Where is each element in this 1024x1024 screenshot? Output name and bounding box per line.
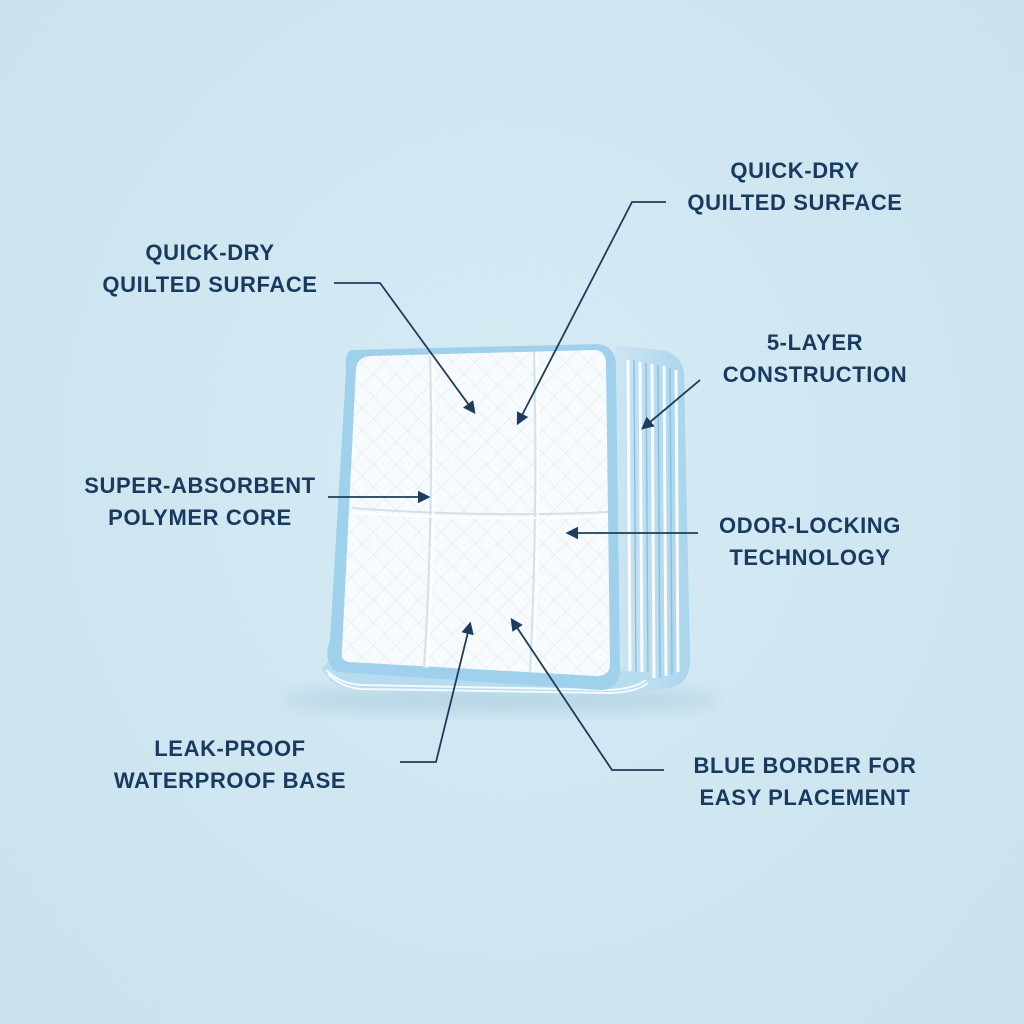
label-odor-locking: ODOR-LOCKING TECHNOLOGY	[670, 510, 950, 574]
label-leak-proof: LEAK-PROOF WATERPROOF BASE	[80, 733, 380, 797]
label-line: WATERPROOF BASE	[113, 768, 347, 793]
label-line: SUPER-ABSORBENT	[84, 473, 316, 498]
label-line: QUICK-DRY	[145, 240, 275, 265]
label-five-layer: 5-LAYER CONSTRUCTION	[680, 327, 950, 391]
label-line: CONSTRUCTION	[722, 362, 908, 387]
leader-quick-dry-right	[516, 201, 666, 426]
label-line: QUILTED SURFACE	[102, 272, 318, 297]
label-line: POLYMER CORE	[108, 505, 292, 530]
label-line: QUILTED SURFACE	[687, 190, 903, 215]
label-line: BLUE BORDER FOR	[693, 753, 917, 778]
leader-blue-border	[510, 617, 664, 771]
leader-lines	[328, 201, 701, 771]
pad-front-face	[327, 344, 620, 690]
label-line: LEAK-PROOF	[154, 736, 306, 761]
leader-leak-proof	[400, 621, 474, 763]
label-line: 5-LAYER	[766, 330, 864, 355]
label-line: ODOR-LOCKING	[719, 513, 901, 538]
pad-stack-side	[612, 345, 690, 694]
label-sap-core: SUPER-ABSORBENT POLYMER CORE	[40, 470, 360, 534]
label-line: EASY PLACEMENT	[699, 785, 911, 810]
label-quick-dry-left: QUICK-DRY QUILTED SURFACE	[60, 237, 360, 301]
label-line: TECHNOLOGY	[729, 545, 891, 570]
label-quick-dry-right: QUICK-DRY QUILTED SURFACE	[660, 155, 930, 219]
leader-quick-dry-left	[334, 282, 476, 415]
label-blue-border: BLUE BORDER FOR EASY PLACEMENT	[670, 750, 940, 814]
label-line: QUICK-DRY	[730, 158, 860, 183]
leader-five-layer	[641, 379, 701, 430]
